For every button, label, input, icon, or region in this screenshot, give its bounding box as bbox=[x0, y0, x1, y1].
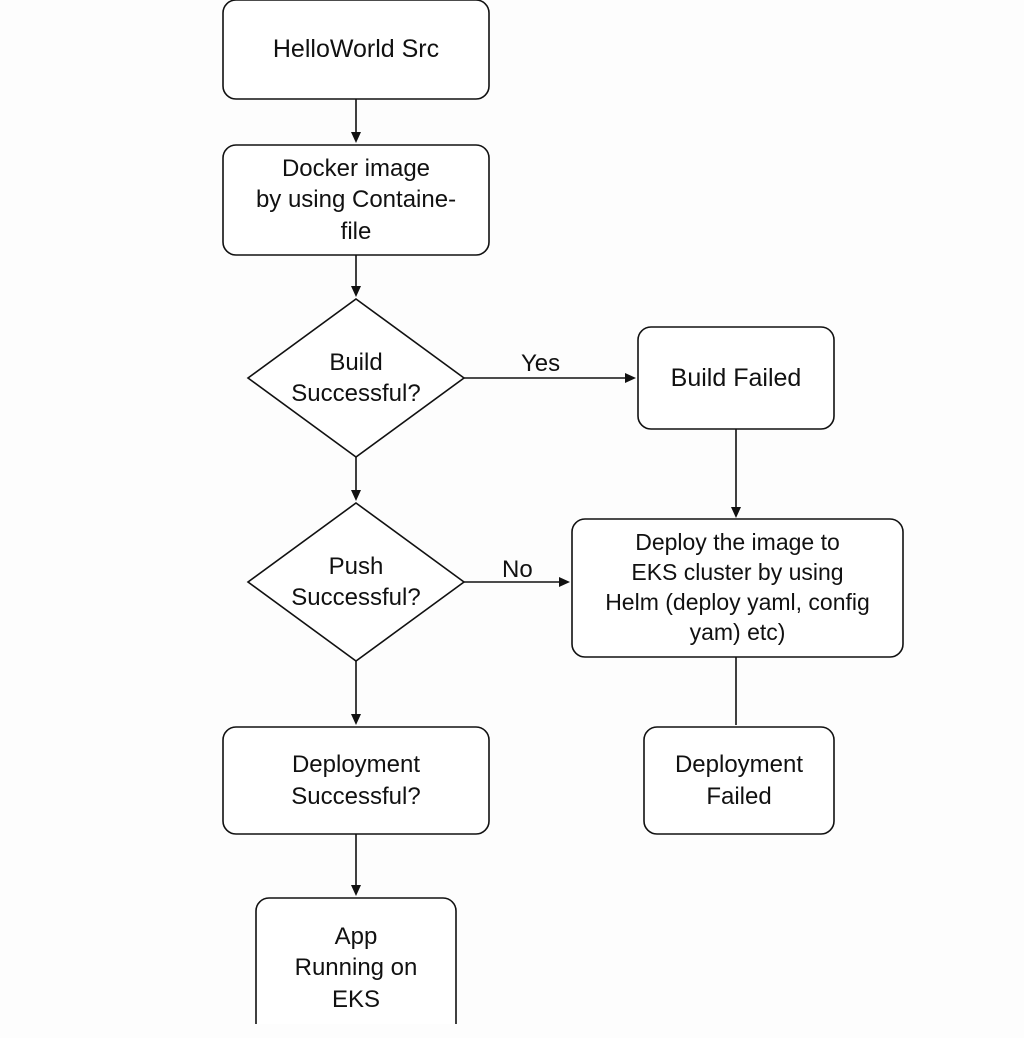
edge-deploy-success-to-app bbox=[351, 834, 361, 896]
arrowhead-icon bbox=[731, 507, 741, 518]
arrowhead-icon bbox=[351, 714, 361, 725]
edge-push-to-deploy bbox=[464, 577, 570, 587]
node-docker-box bbox=[222, 144, 490, 256]
node-deploy-success-box bbox=[222, 726, 490, 835]
node-src-box bbox=[222, 0, 490, 100]
node-label-line: Successful? bbox=[291, 380, 421, 407]
node-label-line: EKS bbox=[331, 985, 380, 1013]
node-label-line: Running on bbox=[294, 954, 418, 982]
node-label-line: Successful? bbox=[291, 584, 421, 611]
node-label-line: Deploy the image to bbox=[635, 529, 840, 556]
node-deploy-box bbox=[571, 518, 904, 658]
edge-build-to-build-failed bbox=[464, 373, 636, 383]
node-build-failed-label: Build Failed bbox=[638, 327, 834, 429]
edge-build-failed-to-deploy bbox=[731, 429, 741, 518]
node-label-line: yam) etc) bbox=[689, 618, 786, 645]
node-label-line: HelloWorld Src bbox=[272, 35, 440, 64]
node-app-box bbox=[255, 897, 457, 1024]
arrowhead-icon bbox=[351, 132, 361, 143]
arrowhead-icon bbox=[559, 577, 570, 587]
node-src-label: HelloWorld Src bbox=[223, 0, 489, 99]
node-label-line: Successful? bbox=[291, 782, 421, 810]
node-deploy-failed-box bbox=[643, 726, 835, 835]
node-build-failed-box bbox=[637, 326, 835, 430]
node-label-line: EKS cluster by using bbox=[631, 559, 844, 586]
node-label-line: Build Failed bbox=[670, 363, 802, 392]
node-push-decision bbox=[246, 502, 466, 662]
edge-src-to-docker bbox=[351, 99, 361, 143]
arrowhead-icon bbox=[351, 286, 361, 297]
node-label-line: Build bbox=[329, 348, 383, 376]
edge-label-no: No bbox=[502, 556, 533, 583]
arrowhead-icon bbox=[351, 490, 361, 501]
node-label-line: by using Containe- bbox=[255, 186, 457, 214]
node-label-line: Failed bbox=[706, 782, 772, 810]
node-build-decision bbox=[246, 298, 466, 458]
edge-label-yes: Yes bbox=[521, 350, 561, 377]
edge-push-to-deploy-success bbox=[351, 661, 361, 725]
arrowhead-icon bbox=[351, 885, 361, 896]
node-label-line: Deployment bbox=[674, 751, 804, 779]
node-label-line: file bbox=[340, 217, 372, 245]
node-docker-label: Docker image by using Containe-file bbox=[223, 145, 489, 255]
node-label-line: Helm (deploy yaml, config bbox=[605, 589, 870, 615]
edge-build-to-push bbox=[351, 457, 361, 501]
node-label-line: App bbox=[334, 923, 378, 951]
node-label-line: Deployment bbox=[291, 751, 421, 779]
node-label-line: Docker image bbox=[281, 155, 431, 183]
arrowhead-icon bbox=[625, 373, 636, 383]
node-label-line: Push bbox=[328, 552, 384, 580]
edge-docker-to-build bbox=[351, 255, 361, 297]
